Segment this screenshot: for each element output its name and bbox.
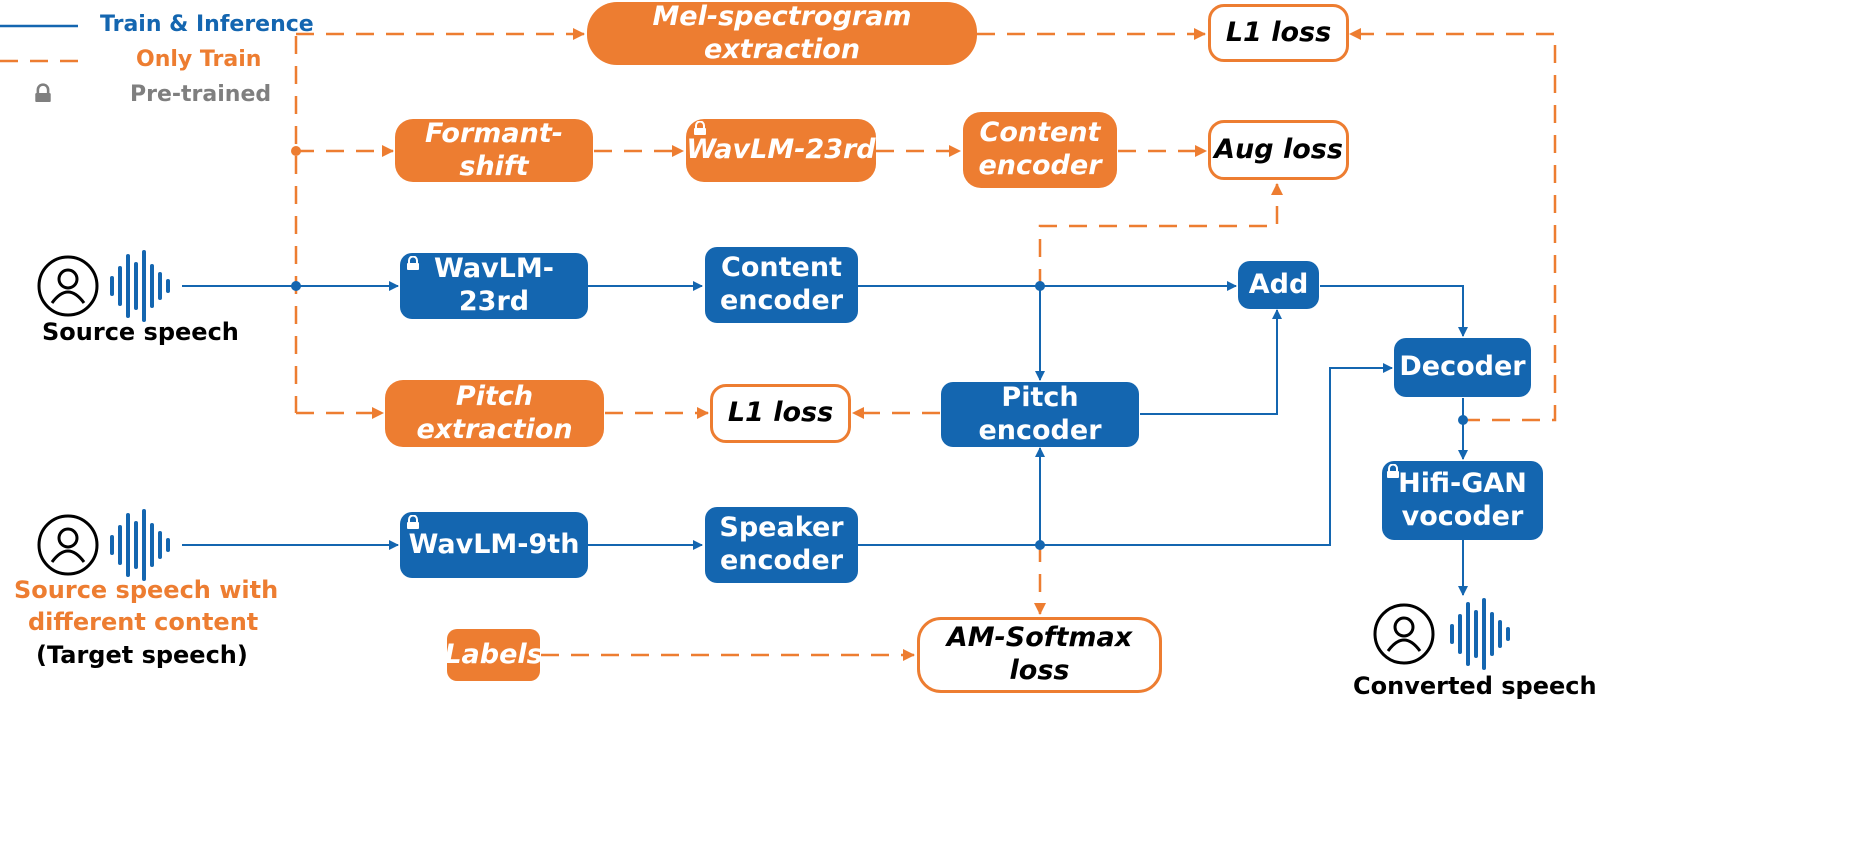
speaker-encoder-block: Speaker encoder bbox=[705, 507, 858, 583]
aug-loss-block: Aug loss bbox=[1208, 120, 1349, 180]
lock-icon bbox=[407, 515, 419, 529]
junction-decoder bbox=[1458, 415, 1468, 425]
formant-shift-block: Formant-shift bbox=[395, 118, 593, 182]
lock-icon bbox=[35, 83, 51, 102]
wavlm-main-block: WavLM-23rd bbox=[400, 253, 588, 319]
wavlm-speaker-block: WavLM-9th bbox=[400, 512, 588, 578]
waveform-icon bbox=[110, 509, 170, 581]
person-icon bbox=[1373, 603, 1435, 665]
waveform-icon bbox=[1450, 598, 1510, 670]
wavlm-aug-block: WavLM-23rd bbox=[686, 119, 876, 182]
hifigan-block: Hifi-GAN vocoder bbox=[1382, 461, 1543, 540]
legend-only-train: Only Train bbox=[136, 47, 262, 72]
mel-extraction-block: Mel-spectrogram extraction bbox=[587, 1, 977, 65]
wire-add-to-decoder bbox=[1320, 285, 1468, 337]
label-target-line3: (Target speech) bbox=[36, 641, 248, 669]
legend-train-inference: Train & Inference bbox=[100, 12, 314, 37]
pitch-encoder-block: Pitch encoder bbox=[941, 382, 1139, 447]
lock-icon bbox=[1387, 464, 1399, 478]
junction-speaker bbox=[1035, 540, 1045, 550]
legend-pretrained: Pre-trained bbox=[130, 82, 272, 107]
person-icon bbox=[37, 514, 99, 576]
wire-decoder-to-l1 bbox=[1349, 28, 1557, 422]
waveform-icon bbox=[110, 250, 170, 322]
junction-content bbox=[1035, 281, 1045, 291]
l1-loss-pitch-block: L1 loss bbox=[710, 384, 851, 443]
person-icon bbox=[37, 255, 99, 317]
decoder-block: Decoder bbox=[1394, 338, 1531, 397]
lock-icon bbox=[407, 256, 419, 270]
wire-pitch-to-add bbox=[1140, 309, 1282, 415]
lock-icon bbox=[694, 121, 706, 135]
content-encoder-aug-block: Content encoder bbox=[963, 112, 1117, 188]
pitch-extraction-block: Pitch extraction bbox=[385, 380, 604, 447]
am-softmax-block: AM-Softmax loss bbox=[917, 617, 1162, 693]
content-encoder-block: Content encoder bbox=[705, 247, 858, 323]
wire-speaker-to-decoder bbox=[858, 363, 1393, 546]
junction-train bbox=[291, 146, 301, 156]
label-source-speech: Source speech bbox=[42, 318, 239, 346]
labels-block: Labels bbox=[444, 629, 543, 681]
wire-content-branch-to-aug bbox=[1038, 183, 1283, 287]
label-converted-speech: Converted speech bbox=[1353, 672, 1597, 700]
l1-loss-top-block: L1 loss bbox=[1208, 4, 1349, 62]
label-target-line1: Source speech with bbox=[14, 576, 279, 604]
junction-source bbox=[291, 281, 301, 291]
add-block: Add bbox=[1238, 261, 1319, 309]
label-target-line2: different content bbox=[28, 608, 259, 636]
